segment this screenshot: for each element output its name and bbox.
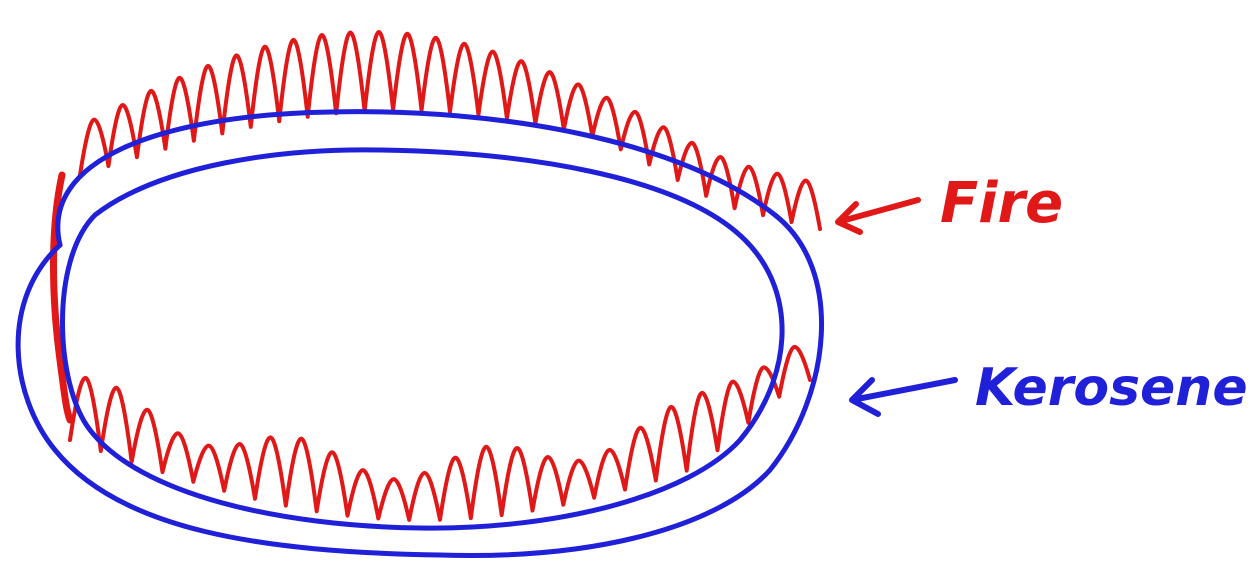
fire-callout: Fire xyxy=(835,171,1063,236)
fire-flames-top xyxy=(78,30,822,231)
fire-flames-bottom xyxy=(68,344,812,522)
kerosene-inner-loop xyxy=(60,147,785,531)
fire-ring xyxy=(50,30,822,522)
kerosene-arrow-icon xyxy=(849,377,958,417)
fire-flames-left xyxy=(50,171,74,424)
fire-arrow-icon xyxy=(835,197,921,235)
kerosene-label: Kerosene xyxy=(975,358,1248,418)
fire-label: Fire xyxy=(940,171,1063,236)
kerosene-outer-loop xyxy=(15,109,824,558)
kerosene-ring xyxy=(15,109,824,558)
kerosene-callout: Kerosene xyxy=(849,358,1248,418)
